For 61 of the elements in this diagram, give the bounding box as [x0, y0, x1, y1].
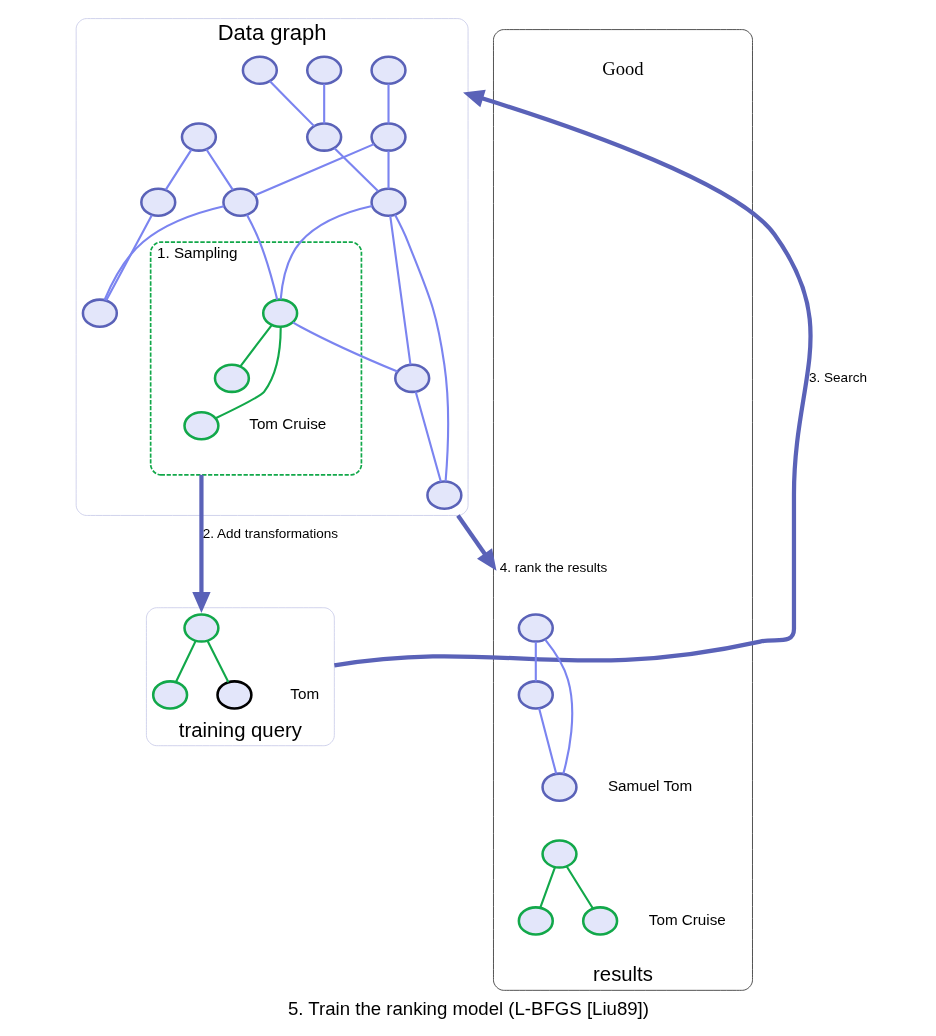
node-circle	[261, 298, 298, 328]
connector	[268, 80, 315, 127]
node-label: Tom Cruise	[648, 910, 726, 928]
edge-label: 3. Search	[808, 369, 867, 385]
connector	[538, 866, 556, 908]
node-circle	[182, 613, 220, 643]
node-circle	[517, 613, 554, 643]
connector	[103, 205, 224, 301]
node-circle	[369, 55, 407, 86]
node-circle	[81, 298, 118, 328]
connector	[414, 391, 442, 483]
node-label: Tom	[289, 684, 319, 702]
connector	[537, 708, 557, 775]
node-circle	[581, 906, 618, 936]
connector	[174, 640, 197, 683]
node-circle	[180, 122, 217, 152]
connector	[386, 83, 390, 124]
edge-label: 4. rank the results	[499, 560, 607, 576]
node-circle	[305, 55, 342, 86]
connector	[206, 640, 229, 683]
node-label: Tom Cruise	[248, 415, 326, 433]
node-circle	[213, 363, 250, 394]
connector	[254, 143, 374, 197]
connector	[291, 321, 398, 373]
connector	[534, 641, 537, 682]
node-circle	[182, 410, 220, 441]
connector	[279, 205, 372, 300]
arrow	[333, 89, 812, 668]
node-circle	[139, 187, 176, 218]
label: Good	[601, 57, 644, 79]
node-circle	[221, 187, 259, 218]
connector	[333, 147, 379, 192]
node-circle	[305, 122, 342, 152]
node-circle	[241, 55, 278, 86]
connector	[565, 866, 594, 910]
node-circle	[369, 187, 407, 218]
node-circle	[215, 680, 253, 710]
connector	[214, 326, 282, 420]
connector	[388, 215, 412, 365]
node-circle	[517, 680, 554, 710]
connector	[204, 148, 234, 191]
node-label: Samuel Tom	[607, 776, 692, 794]
connector	[543, 639, 573, 775]
edge-label: 2. Add transformations	[202, 526, 338, 542]
connector	[164, 149, 192, 191]
node-circle	[393, 363, 430, 394]
connector	[104, 214, 153, 301]
node-circle	[517, 906, 554, 936]
connector	[239, 324, 273, 367]
caption: 5. Train the ranking model (L-BFGS [Liu89])	[287, 998, 649, 1020]
node-circle	[540, 772, 578, 802]
node-circle	[369, 122, 407, 152]
node-circle	[540, 839, 578, 869]
arrow	[455, 514, 496, 571]
connector	[245, 214, 278, 300]
connector	[386, 150, 390, 189]
connector	[322, 83, 325, 124]
node-circle	[151, 680, 188, 710]
node-circle	[425, 480, 463, 510]
connector	[393, 214, 449, 482]
arrow	[191, 474, 211, 613]
